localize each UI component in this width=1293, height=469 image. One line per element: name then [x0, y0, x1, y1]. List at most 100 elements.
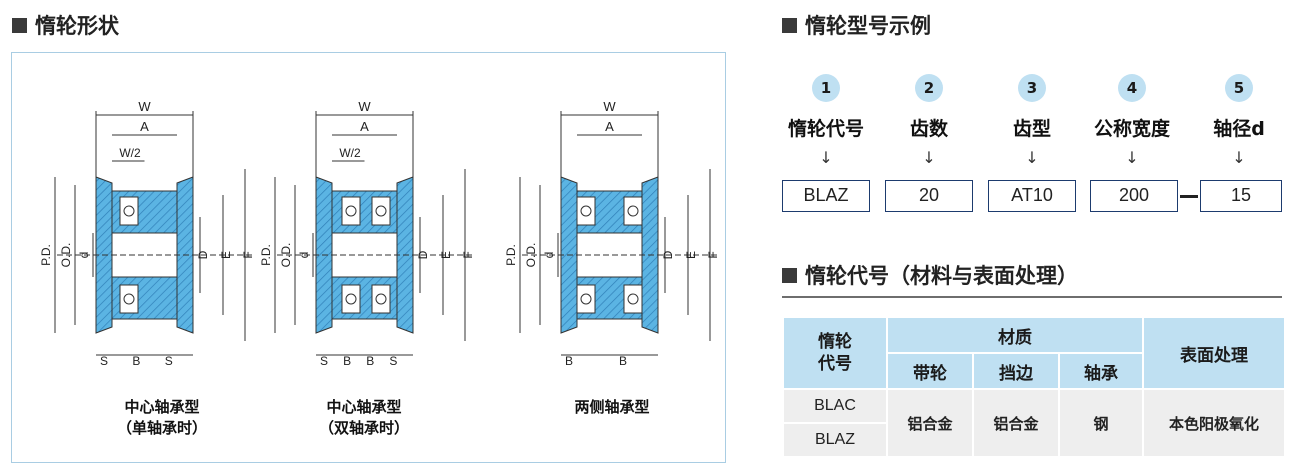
model-step-3-label: 齿型	[1012, 118, 1051, 140]
dim-e-label: E	[684, 251, 698, 259]
section-divider	[782, 296, 1282, 298]
dim-d-label: d	[77, 252, 91, 259]
square-bullet-icon	[782, 17, 797, 33]
model-section-title: 惰轮型号示例	[782, 10, 931, 40]
bearing-bottom-1	[371, 284, 391, 314]
header-flange: 挡边	[972, 352, 1060, 390]
model-dash-separator	[1180, 195, 1198, 198]
model-step-4-value: 200	[1090, 180, 1178, 212]
caption-single-bearing: 中心轴承型 （单轴承时）	[72, 397, 252, 439]
caption-double-line2: （双轴承时）	[318, 419, 409, 437]
bearing-ball-bottom-0	[123, 293, 135, 305]
bearing-ball-top-0	[580, 205, 592, 217]
bearing-top-0	[119, 196, 139, 226]
caption-single-line1: 中心轴承型	[124, 398, 200, 416]
bearing-bottom-0	[576, 284, 596, 314]
bearing-ball-top-1	[627, 205, 639, 217]
model-step-1-label: 惰轮代号	[787, 118, 864, 140]
header-material: 材质	[886, 316, 1144, 354]
dim-f-label: F	[241, 251, 255, 258]
model-step-2-number: 2	[915, 74, 943, 102]
square-bullet-icon	[12, 17, 27, 33]
dim-pd-label: P.D.	[259, 244, 273, 266]
bearing-ball-bottom-1	[627, 293, 639, 305]
bearing-ball-bottom-0	[580, 293, 592, 305]
dim-f-label: F	[706, 251, 720, 258]
dim-w2-label: W/2	[119, 146, 141, 160]
dim-bottom-label-0: B	[565, 354, 573, 368]
dim-w-label: W	[358, 99, 371, 114]
bearing-top-0	[341, 196, 361, 226]
bearing-top-0	[576, 196, 596, 226]
model-step-1-number: 1	[812, 74, 840, 102]
table-material-flange: 铝合金	[972, 388, 1060, 458]
dim-w2-label: W/2	[339, 146, 361, 160]
model-step-2-label: 齿数	[909, 118, 948, 140]
bearing-top-1	[623, 196, 643, 226]
table-code-blac: BLAC	[782, 388, 888, 424]
dim-od-label: O.D.	[59, 243, 73, 268]
bearing-ball-bottom-1	[375, 293, 387, 305]
dim-od-label: O.D.	[279, 243, 293, 268]
header-code: 惰轮 代号	[782, 316, 888, 390]
dim-w-label: W	[603, 99, 616, 114]
model-step-4-label: 公称宽度	[1093, 118, 1170, 140]
shape-section-title-text: 惰轮形状	[35, 14, 119, 38]
model-step-5-number: 5	[1225, 74, 1253, 102]
model-step-3-value: AT10	[988, 180, 1076, 212]
dim-bottom-label-2: B	[366, 354, 374, 368]
model-section-title-text: 惰轮型号示例	[805, 14, 931, 38]
dim-a-label: A	[605, 119, 614, 134]
model-step-2-value: 20	[885, 180, 973, 212]
bearing-bottom-1	[623, 284, 643, 314]
model-step-4-number: 4	[1118, 74, 1146, 102]
model-step-3-number: 3	[1018, 74, 1046, 102]
caption-double-bearing: 中心轴承型 （双轴承时）	[274, 397, 454, 439]
dim-e-label: E	[439, 251, 453, 259]
material-table: 惰轮 代号 材质 表面处理 带轮 挡边 轴承 BLAC 铝合金 铝合金 钢 本色…	[782, 316, 1286, 458]
caption-double-line1: 中心轴承型	[326, 398, 402, 416]
model-step-3-arrow: ↓	[1025, 148, 1039, 167]
dim-bottom-label-1: B	[343, 354, 351, 368]
dim-f-label: F	[461, 251, 475, 258]
bearing-ball-bottom-0	[345, 293, 357, 305]
caption-both-side-bearing: 两侧轴承型	[522, 397, 702, 418]
model-step-1-arrow: ↓	[819, 148, 833, 167]
shape-section-title: 惰轮形状	[12, 10, 119, 40]
table-surface-treatment: 本色阳极氧化	[1142, 388, 1286, 458]
dim-inner-label: D	[661, 250, 675, 259]
model-step-5-label: 轴径d	[1213, 118, 1265, 140]
dim-bottom-label-1: B	[619, 354, 627, 368]
square-bullet-icon	[782, 267, 797, 283]
model-step-5-arrow: ↓	[1232, 148, 1246, 167]
dim-e-label: E	[219, 251, 233, 259]
dim-bottom-label-3: S	[389, 354, 397, 368]
bearing-ball-top-0	[345, 205, 357, 217]
table-material-pulley: 铝合金	[886, 388, 974, 458]
dim-d-label: d	[542, 252, 556, 259]
dim-a-label: A	[140, 119, 149, 134]
dim-bottom-label-0: S	[320, 354, 328, 368]
code-section-title-text: 惰轮代号（材料与表面处理）	[805, 264, 1078, 288]
dim-od-label: O.D.	[524, 243, 538, 268]
bearing-ball-top-1	[375, 205, 387, 217]
bearing-bottom-0	[341, 284, 361, 314]
dim-d-label: d	[297, 252, 311, 259]
dim-w-label: W	[138, 99, 151, 114]
table-material-bearing: 钢	[1058, 388, 1144, 458]
header-bearing: 轴承	[1058, 352, 1144, 390]
dim-inner-label: D	[416, 250, 430, 259]
caption-both-line1: 两侧轴承型	[574, 398, 650, 416]
model-step-4-arrow: ↓	[1125, 148, 1139, 167]
dim-pd-label: P.D.	[504, 244, 518, 266]
model-step-5-value: 15	[1200, 180, 1282, 212]
bearing-top-1	[371, 196, 391, 226]
bearing-bottom-0	[119, 284, 139, 314]
dim-pd-label: P.D.	[39, 244, 53, 266]
dim-a-label: A	[360, 119, 369, 134]
caption-single-line2: （单轴承时）	[116, 419, 207, 437]
model-step-1-value: BLAZ	[782, 180, 870, 212]
code-section-title: 惰轮代号（材料与表面处理）	[782, 260, 1078, 290]
